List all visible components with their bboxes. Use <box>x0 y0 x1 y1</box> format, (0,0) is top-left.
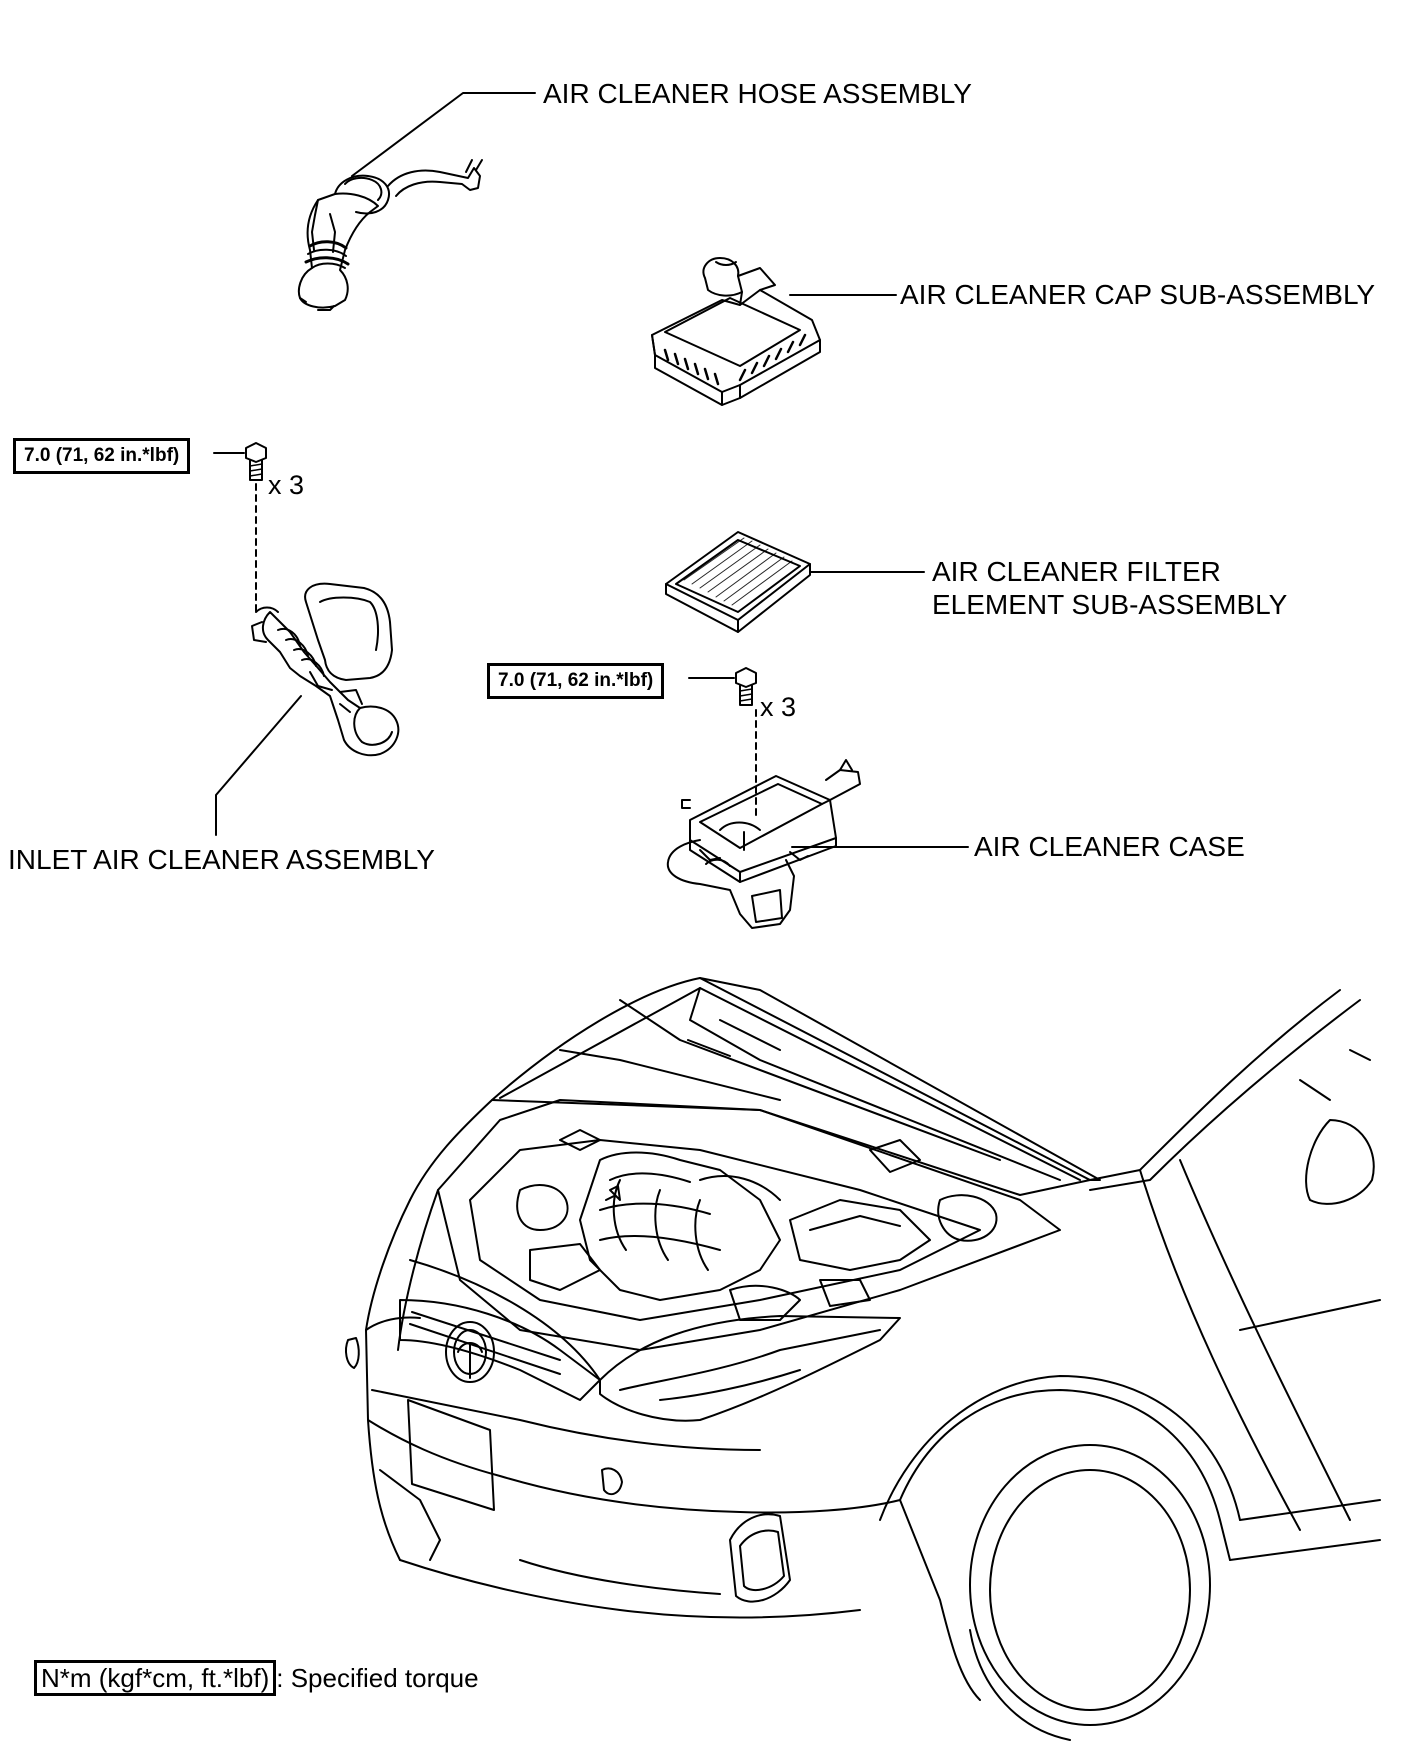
label-inlet-air-cleaner-assembly: INLET AIR CLEANER ASSEMBLY <box>8 844 435 875</box>
legend-description: : Specified torque <box>276 1663 479 1693</box>
air-cleaner-hose-assembly-drawing <box>297 159 483 311</box>
label-air-cleaner-filter-line1: AIR CLEANER FILTER <box>932 556 1221 587</box>
air-cleaner-case-drawing <box>666 759 861 929</box>
case-bolt-drawing <box>688 667 757 821</box>
quantity-inlet-bolt: x 3 <box>268 470 305 500</box>
label-air-cleaner-hose-assembly: AIR CLEANER HOSE ASSEMBLY <box>543 78 972 109</box>
hose-leader-line <box>351 92 536 177</box>
inlet-air-cleaner-assembly-drawing <box>251 582 400 757</box>
quantity-case-bolt: x 3 <box>760 692 797 722</box>
label-air-cleaner-cap-sub-assembly: AIR CLEANER CAP SUB-ASSEMBLY <box>900 279 1376 310</box>
label-air-cleaner-filter-line2: ELEMENT SUB-ASSEMBLY <box>932 589 1288 620</box>
label-air-cleaner-case: AIR CLEANER CASE <box>974 831 1245 862</box>
vehicle-front-drawing <box>345 977 1381 1741</box>
torque-legend: N*m (kgf*cm, ft.*lbf): Specified torque <box>34 1660 479 1696</box>
air-cleaner-filter-drawing <box>665 531 811 633</box>
torque-spec-case-bolt: 7.0 (71, 62 in.*lbf) <box>487 663 665 699</box>
legend-unit-box: N*m (kgf*cm, ft.*lbf) <box>34 1660 277 1696</box>
air-cleaner-cap-drawing <box>651 257 821 406</box>
inlet-leader-line <box>215 695 302 836</box>
inlet-bolt-drawing <box>213 442 267 613</box>
torque-spec-inlet-bolt: 7.0 (71, 62 in.*lbf) <box>13 438 191 474</box>
